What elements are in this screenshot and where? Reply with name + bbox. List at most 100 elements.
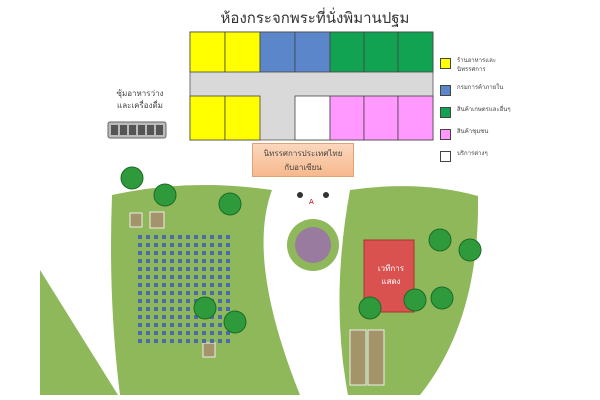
planting-dot [162, 235, 166, 239]
stage-label: เวทีการ แสดง [366, 262, 416, 288]
planting-dot [138, 339, 142, 343]
legend-item: สินค้าชุมชน [440, 127, 520, 140]
booth-building [189, 31, 434, 141]
planting-dot [138, 267, 142, 271]
planting-dot [178, 235, 182, 239]
legend-item: กรมการค้าภายใน [440, 83, 520, 96]
planting-dot [202, 243, 206, 247]
booth [329, 31, 365, 73]
planting-dot [138, 307, 142, 311]
tree-icon [430, 286, 454, 310]
legend-label: ร้านอาหารและนิทรรศการ [457, 57, 496, 73]
planting-dot [186, 323, 190, 327]
planting-dot [194, 235, 198, 239]
planting-dot [154, 331, 158, 335]
planting-dot [162, 307, 166, 311]
planting-dot [170, 275, 174, 279]
planting-dot [146, 323, 150, 327]
planting-dot [146, 267, 150, 271]
planting-dot [226, 243, 230, 247]
left-lawn [111, 185, 300, 395]
tree-icon [358, 296, 382, 320]
planting-dot [154, 323, 158, 327]
svg-text:A: A [309, 198, 314, 206]
map-title: ห้องกระจกพระที่นั่งพิมานปฐม [220, 9, 410, 27]
planting-dot [186, 307, 190, 311]
tree-icon [428, 228, 452, 252]
planting-dot [162, 339, 166, 343]
planting-dot [202, 251, 206, 255]
tree-icon [120, 166, 144, 190]
planting-dot [178, 283, 182, 287]
planting-dot [146, 235, 150, 239]
planting-dot [154, 307, 158, 311]
planting-dot [194, 315, 198, 319]
tree-icon [193, 296, 217, 320]
kiosk-icon [107, 121, 167, 139]
planting-dot [194, 275, 198, 279]
tree-icon [153, 183, 177, 207]
planting-dot [178, 307, 182, 311]
planting-dot [218, 283, 222, 287]
planting-dot [146, 291, 150, 295]
planting-dot [194, 323, 198, 327]
planting-dot [218, 235, 222, 239]
legend-label: สินค้าเกษตรและอื่นๆ [457, 106, 511, 113]
planting-dot [226, 331, 230, 335]
flower-bed [295, 227, 331, 263]
planting-dot [218, 251, 222, 255]
planting-dot [218, 259, 222, 263]
planting-dot [154, 267, 158, 271]
planting-dot [178, 267, 182, 271]
planting-dot [186, 299, 190, 303]
planting-dot [194, 283, 198, 287]
exhibition-box: นิทรรศการประเทศไทย กับอาเซียน [252, 143, 354, 177]
planting-dot [186, 275, 190, 279]
planting-dot [162, 299, 166, 303]
planting-dot [154, 259, 158, 263]
planting-dot [210, 291, 214, 295]
planting-dot [146, 283, 150, 287]
planting-dot [178, 251, 182, 255]
planting-dot [210, 243, 214, 247]
planting-dot [162, 283, 166, 287]
planting-dot [186, 235, 190, 239]
planting-dot [154, 339, 158, 343]
booth [189, 95, 226, 141]
planting-dot [226, 235, 230, 239]
planting-dot [186, 243, 190, 247]
planting-dot [154, 299, 158, 303]
trees [120, 166, 482, 334]
planting-dot [138, 299, 142, 303]
planting-dot [202, 291, 206, 295]
planting-dot [138, 323, 142, 327]
exhibition-line2: กับอาเซียน [284, 163, 322, 172]
planting-dot [202, 275, 206, 279]
planting-dot [170, 291, 174, 295]
planting-dot [170, 267, 174, 271]
planting-dot [162, 291, 166, 295]
legend-label: กรมการค้าภายใน [457, 84, 504, 91]
planting-dot [154, 251, 158, 255]
triangle-lawn [40, 270, 118, 395]
tree-icon [458, 238, 482, 262]
planting-dot [202, 235, 206, 239]
planting-dot [218, 323, 222, 327]
planting-dot [178, 339, 182, 343]
planting-dot [194, 331, 198, 335]
planting-dot [226, 267, 230, 271]
planting-dot [146, 275, 150, 279]
tree-icon [403, 288, 427, 312]
planting-dot [154, 235, 158, 239]
legend: ร้านอาหารและนิทรรศการ กรมการค้าภายใน สิน… [440, 56, 520, 171]
planting-dot [194, 339, 198, 343]
planting-dot [138, 315, 142, 319]
exhibition-line1: นิทรรศการประเทศไทย [263, 149, 343, 158]
planting-dot [186, 291, 190, 295]
planting-dot [218, 243, 222, 247]
planting-dot [170, 259, 174, 263]
legend-swatch [440, 107, 451, 118]
planting-dot [170, 323, 174, 327]
planting-dot [146, 243, 150, 247]
